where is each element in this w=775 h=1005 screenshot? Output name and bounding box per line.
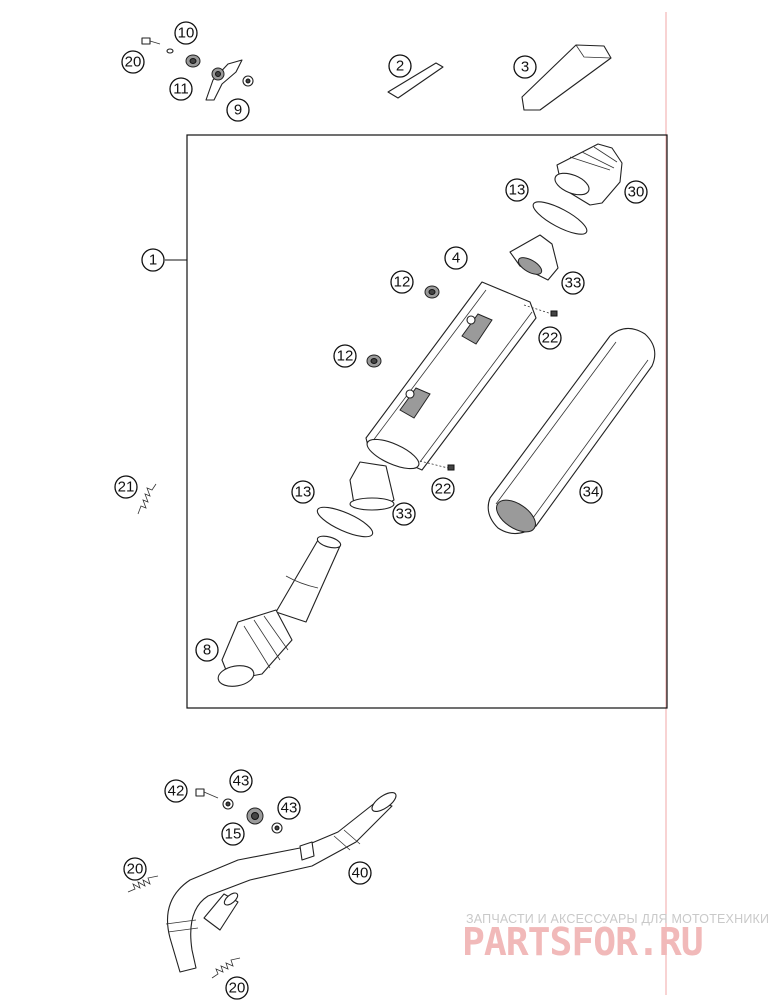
callout-42: 42: [164, 779, 188, 803]
svg-text:4: 4: [452, 250, 460, 267]
callout-14: 20: [121, 50, 145, 74]
svg-text:42: 42: [168, 783, 185, 800]
muffler-sleeve-part-34: [487, 327, 656, 535]
svg-text:22: 22: [542, 330, 559, 347]
svg-text:15: 15: [225, 826, 242, 843]
svg-text:20: 20: [127, 861, 144, 878]
svg-text:43: 43: [281, 800, 298, 817]
header-pipe-part-40: [165, 792, 397, 973]
svg-text:3: 3: [521, 59, 529, 76]
svg-text:12: 12: [337, 348, 354, 365]
svg-text:2: 2: [396, 58, 404, 75]
callout-13-upper: 13: [505, 178, 529, 202]
callout-8: 8: [195, 638, 219, 662]
heat-shield-part-3: [521, 44, 612, 111]
svg-text:8: 8: [203, 642, 211, 659]
svg-text:22: 22: [435, 481, 452, 498]
bushing-part-11: [185, 54, 201, 68]
washer-part-43-lower: [271, 822, 283, 834]
svg-text:33: 33: [565, 275, 582, 292]
svg-text:30: 30: [628, 184, 645, 201]
inner-cone-part-33-upper: [509, 234, 559, 281]
muffler-body-part-4: [365, 281, 537, 471]
link-pipe-part-8: [217, 535, 342, 687]
callout-30: 30: [624, 180, 648, 204]
grommet-part-12-upper: [424, 285, 440, 299]
gasket-part-13-lower: [316, 506, 374, 538]
callout-33-upper: 33: [561, 271, 585, 295]
svg-text:13: 13: [509, 182, 526, 199]
callout-11: 11: [169, 77, 193, 101]
svg-text:21: 21: [118, 479, 135, 496]
svg-text:12: 12: [394, 274, 411, 291]
callout-12-upper: 12: [390, 270, 414, 294]
heat-pad-part-2: [387, 62, 444, 99]
gasket-part-13-upper: [532, 201, 588, 235]
assembly-frame: [186, 134, 668, 709]
callout-10: 10: [174, 21, 198, 45]
screw-part-22-upper: [523, 304, 558, 317]
grommet-part-12-lower: [366, 354, 382, 368]
bushing-part-15: [246, 807, 264, 825]
svg-text:20: 20: [229, 980, 246, 997]
svg-text:13: 13: [295, 484, 312, 501]
callout-43-lower: 43: [277, 796, 301, 820]
svg-text:20: 20: [125, 54, 142, 71]
callout-15: 15: [221, 822, 245, 846]
callout-21: 21: [114, 475, 138, 499]
callout-4: 4: [444, 246, 468, 270]
svg-text:10: 10: [178, 25, 195, 42]
svg-text:9: 9: [234, 102, 242, 119]
bolt-part-14: [141, 37, 161, 45]
svg-text:43: 43: [233, 773, 250, 790]
spring-part-20-upper: [127, 875, 159, 893]
callout-9: 9: [226, 98, 250, 122]
bracket-part-9: [205, 59, 254, 101]
svg-text:33: 33: [396, 506, 413, 523]
callout-33-lower: 33: [392, 502, 416, 526]
spring-part-20-lower: [211, 957, 241, 979]
washer-part-10: [166, 48, 174, 54]
callout-20-upper: 20: [123, 857, 147, 881]
svg-text:40: 40: [352, 865, 369, 882]
spring-part-21: [137, 483, 157, 515]
end-cap-part-30: [554, 143, 623, 206]
callout-22-upper: 22: [538, 326, 562, 350]
svg-text:1: 1: [149, 252, 157, 269]
callout-40: 40: [348, 861, 372, 885]
callout-43-upper: 43: [229, 769, 253, 793]
watermark-logo: PARTSFOR.RU: [462, 920, 704, 964]
callout-12-lower: 12: [333, 344, 357, 368]
watermark-tagline: ЗАПЧАСТИ И АКСЕССУАРЫ ДЛЯ МОТОТЕХНИКИ: [466, 912, 770, 926]
callout-13-lower: 13: [291, 480, 315, 504]
callout-34: 34: [579, 480, 603, 504]
callout-22-lower: 22: [431, 477, 455, 501]
callout-1: 1: [141, 248, 165, 272]
callout-2: 2: [388, 54, 412, 78]
callout-3: 3: [513, 55, 537, 79]
washer-part-43-upper: [222, 798, 234, 810]
callout-20-lower: 20: [225, 976, 249, 1000]
screw-part-22-lower: [419, 460, 455, 471]
bolt-part-42: [195, 788, 219, 799]
svg-text:11: 11: [173, 81, 189, 98]
inner-cone-part-33-lower: [349, 461, 395, 511]
svg-text:34: 34: [583, 484, 600, 501]
